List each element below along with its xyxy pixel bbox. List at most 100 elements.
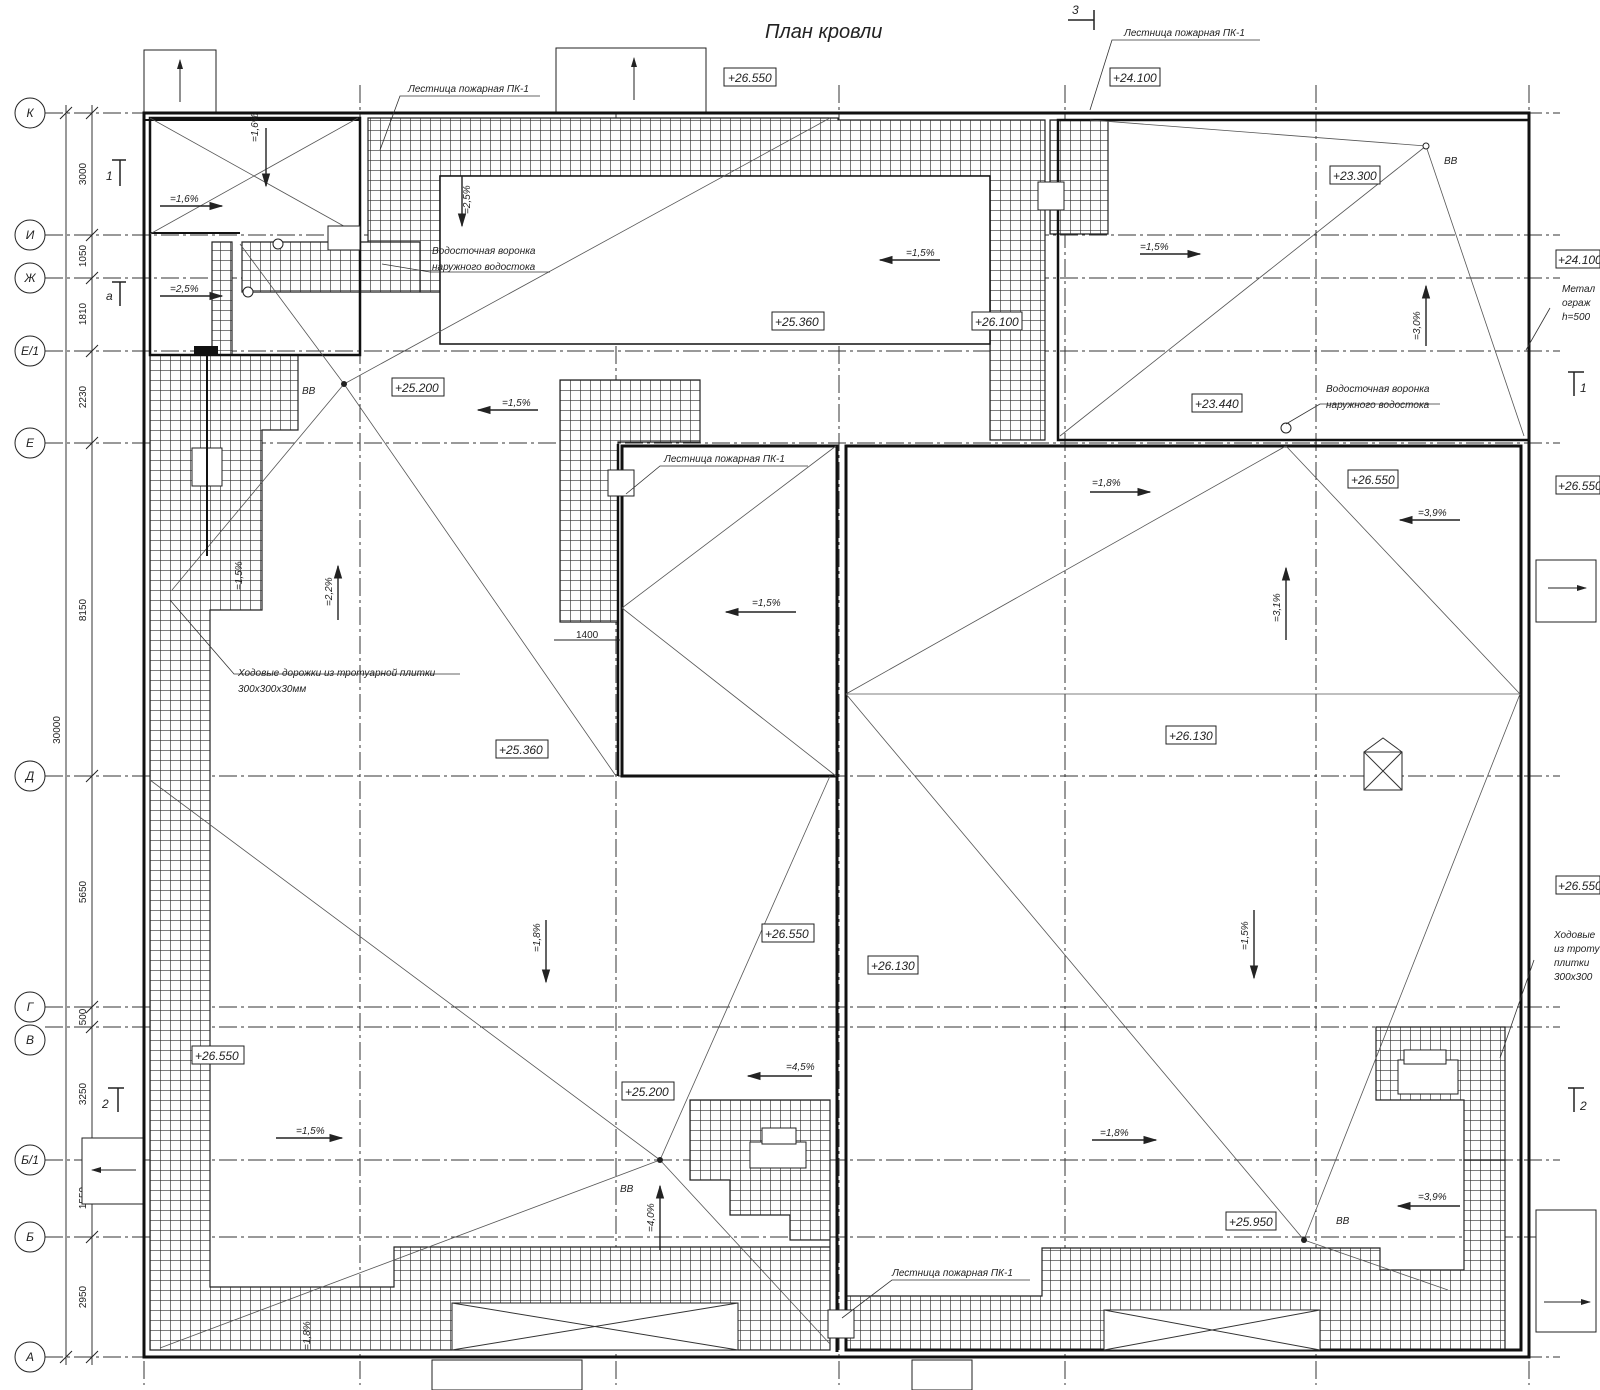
- svg-text:=1,5%: =1,5%: [234, 561, 245, 590]
- svg-text:300х300: 300х300: [1554, 972, 1593, 983]
- section-marks: 3 1 а 2 1 2: [101, 3, 1587, 1113]
- funnel-label-1a: Водосточная воронка: [432, 246, 536, 257]
- svg-text:=2,5%: =2,5%: [462, 185, 473, 214]
- svg-text:=1,5%: =1,5%: [502, 398, 531, 409]
- svg-text:=1,5%: =1,5%: [1240, 921, 1251, 950]
- svg-text:Б/1: Б/1: [21, 1153, 39, 1167]
- crossed-hatches: [451, 737, 1403, 1351]
- svg-text:=1,8%: =1,8%: [1100, 1128, 1129, 1139]
- svg-text:+26.130: +26.130: [1169, 729, 1213, 743]
- svg-text:=1,8%: =1,8%: [1092, 478, 1121, 489]
- svg-text:=2,5%: =2,5%: [170, 284, 199, 295]
- svg-text:=1,5%: =1,5%: [906, 248, 935, 259]
- slope-values: =1,6% =1,6% =2,5% =2,5% =1,5% =1,5% =1,5…: [170, 113, 1447, 1350]
- svg-text:=1,8%: =1,8%: [302, 1321, 313, 1350]
- elevation-18: +25.950: [1225, 1211, 1277, 1231]
- svg-text:=4,5%: =4,5%: [786, 1062, 815, 1073]
- svg-text:ВВ: ВВ: [302, 386, 316, 397]
- ladder-label-1: Лестница пожарная ПК-1: [407, 84, 529, 95]
- svg-text:+26.550: +26.550: [728, 71, 772, 85]
- svg-text:+26.550: +26.550: [1351, 473, 1395, 487]
- svg-text:+26.550: +26.550: [195, 1049, 239, 1063]
- leader-lines: [169, 39, 1551, 1319]
- svg-text:Ж: Ж: [23, 271, 36, 285]
- svg-text:К: К: [26, 106, 34, 120]
- svg-text:ВВ: ВВ: [1336, 1216, 1350, 1227]
- funnel-label-2a: Водосточная воронка: [1326, 384, 1430, 395]
- svg-text:+26.130: +26.130: [871, 959, 915, 973]
- svg-text:3250: 3250: [78, 1082, 89, 1105]
- svg-text:Б: Б: [26, 1230, 34, 1244]
- svg-text:=4,0%: =4,0%: [646, 1203, 657, 1232]
- svg-text:+26.550: +26.550: [765, 927, 809, 941]
- svg-text:=3,1%: =3,1%: [1272, 593, 1283, 622]
- funnel-label-1b: наружного водостока: [432, 262, 536, 273]
- svg-text:Д: Д: [24, 769, 35, 783]
- elevation-4: +24.100: [1555, 249, 1600, 269]
- axis-bubble-g: Г: [14, 991, 46, 1023]
- svg-text:Г: Г: [27, 1000, 35, 1014]
- svg-text:=3,9%: =3,9%: [1418, 1192, 1447, 1203]
- svg-text:+26.550: +26.550: [1558, 479, 1600, 493]
- svg-text:+23.440: +23.440: [1195, 397, 1239, 411]
- svg-text:+26.550: +26.550: [1558, 879, 1600, 893]
- svg-text:И: И: [26, 228, 35, 242]
- svg-text:плитки: плитки: [1554, 958, 1590, 969]
- svg-text:8150: 8150: [78, 598, 89, 621]
- axis-bubble-e: Е: [14, 427, 46, 459]
- axis-bubble-i: И: [14, 219, 46, 251]
- axis-bubble-b: Б: [14, 1221, 46, 1253]
- elevation-6: +26.100: [971, 311, 1023, 331]
- ladder-label-2: Лестница пожарная ПК-1: [1123, 28, 1245, 39]
- svg-text:Метал: Метал: [1562, 284, 1595, 295]
- svg-text:+23.300: +23.300: [1333, 169, 1377, 183]
- axis-bubbles: К И Ж Е/1 Е Д Г В Б/1 Б А: [14, 97, 46, 1373]
- svg-text:А: А: [25, 1350, 34, 1364]
- svg-text:h=500: h=500: [1562, 312, 1591, 323]
- svg-text:Е/1: Е/1: [21, 344, 39, 358]
- svg-text:=1,5%: =1,5%: [752, 598, 781, 609]
- svg-text:+25.360: +25.360: [499, 743, 543, 757]
- svg-text:Ходовые: Ходовые: [1553, 930, 1596, 941]
- elevation-2: +24.100: [1109, 67, 1161, 87]
- axis-bubble-k: К: [14, 97, 46, 129]
- slope-diagonals: [149, 117, 1525, 1349]
- elevation-5: +25.360: [771, 311, 825, 331]
- axis-bubble-v: В: [14, 1024, 46, 1056]
- elevation-17: +25.200: [621, 1081, 675, 1101]
- svg-text:1: 1: [1580, 381, 1587, 395]
- svg-text:=2,2%: =2,2%: [324, 577, 335, 606]
- parapet-boxes: [81, 47, 1597, 1390]
- svg-text:ограж: ограж: [1562, 298, 1592, 309]
- funnel-label-2b: наружного водостока: [1326, 400, 1430, 411]
- svg-text:ВВ: ВВ: [1444, 156, 1458, 167]
- svg-text:+25.200: +25.200: [625, 1085, 669, 1099]
- svg-text:2: 2: [101, 1097, 109, 1111]
- elevation-10: +26.550: [1555, 475, 1600, 495]
- axis-bubble-a: А: [14, 1341, 46, 1373]
- elevation-11: +26.130: [1165, 725, 1217, 745]
- drain-points: [242, 142, 1430, 1243]
- ladder-label-4: Лестница пожарная ПК-1: [891, 1268, 1013, 1279]
- elevation-7: +25.200: [391, 377, 445, 397]
- drawing-title: План кровли: [765, 21, 882, 43]
- svg-text:=1,6%: =1,6%: [170, 194, 199, 205]
- elevation-15: +26.550: [761, 923, 815, 943]
- axis-bubble-zh: Ж: [14, 262, 46, 294]
- elevation-9: +26.550: [1347, 469, 1399, 489]
- axis-bubble-b1: Б/1: [14, 1144, 46, 1176]
- svg-text:=1,6%: =1,6%: [250, 113, 261, 142]
- building-walls: [142, 111, 1531, 1359]
- elevation-14: +26.130: [867, 955, 919, 975]
- svg-text:+25.950: +25.950: [1229, 1215, 1273, 1229]
- svg-text:+24.100: +24.100: [1113, 71, 1157, 85]
- svg-text:+26.100: +26.100: [975, 315, 1019, 329]
- elevation-16: +26.550: [191, 1045, 245, 1065]
- walkway-label-b: 300х300х30мм: [238, 684, 306, 695]
- svg-text:+24.100: +24.100: [1558, 253, 1600, 267]
- svg-text:3: 3: [1072, 3, 1079, 17]
- svg-text:=1,5%: =1,5%: [296, 1126, 325, 1137]
- svg-text:3000: 3000: [78, 162, 89, 185]
- elevation-13: +26.550: [1555, 875, 1600, 895]
